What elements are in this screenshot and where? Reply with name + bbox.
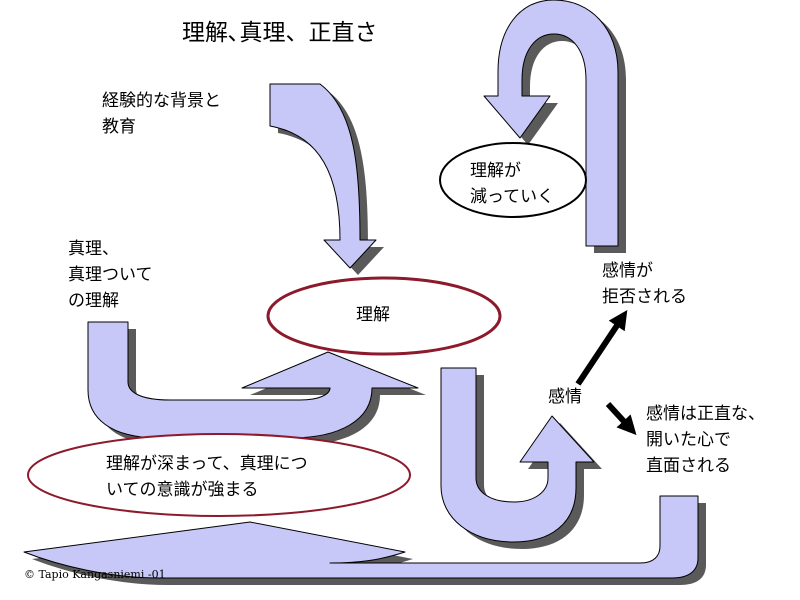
copyright: © Tapio Kangasniemi -01: [24, 568, 166, 581]
ellipse-less-understanding: [439, 142, 587, 218]
label-emotions: 感情: [548, 387, 582, 407]
page-title: 理解､真理、正直さ: [182, 20, 378, 46]
label-emotions-faced: 感情は正直な、 開いた心で 直面される: [646, 404, 765, 476]
label-less-understanding: 理解が 減っていく: [470, 161, 555, 207]
arrow-understanding-to-emotions: [440, 367, 595, 543]
label-truth: 真理、 真理ついて の理解: [68, 239, 153, 311]
arrow-rejected-loop: [483, 0, 619, 247]
label-deepening: 理解が深まって、真理につ いての意識が強まる: [106, 454, 308, 500]
label-emotions-rejected: 感情が 拒否される: [602, 261, 687, 307]
ellipse-understanding: [266, 276, 502, 356]
label-understanding: 理解: [356, 305, 390, 325]
ellipse-deepening: [27, 433, 411, 517]
arrow-faced-to-deepening: [23, 495, 699, 579]
arrow-emotions-faced: [605, 401, 637, 436]
label-background: 経験的な背景と 教育: [102, 91, 221, 137]
arrow-background-to-understanding: [269, 83, 377, 269]
arrow-emotions-rejected: [575, 310, 628, 386]
arrow-truth-to-understanding: [87, 321, 419, 439]
